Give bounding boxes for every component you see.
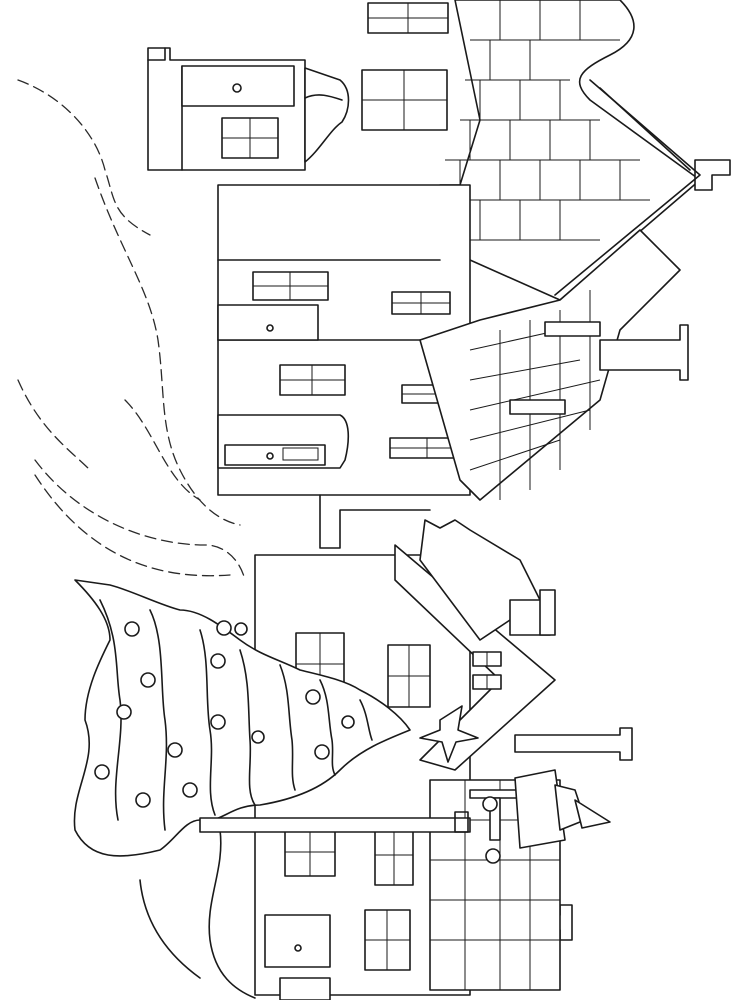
snow-ground-lines <box>17 79 256 999</box>
middle-house <box>217 184 689 549</box>
street-lamp <box>454 769 611 864</box>
christmas-tree <box>73 579 479 857</box>
upper-house <box>147 0 731 301</box>
